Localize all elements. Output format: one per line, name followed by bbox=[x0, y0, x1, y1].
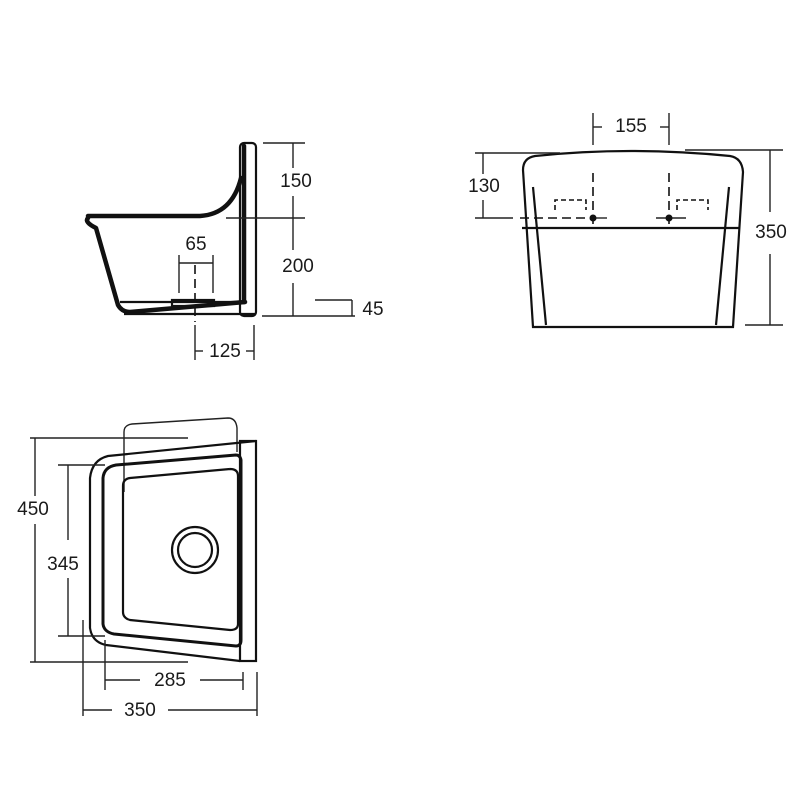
drain-outer bbox=[170, 525, 220, 575]
inner-right-edge bbox=[714, 186, 731, 326]
dim-label-155: 155 bbox=[615, 116, 647, 137]
dim-label-350-width: 350 bbox=[124, 700, 156, 721]
fixing-hole-left bbox=[589, 214, 597, 222]
ghost-outline bbox=[123, 417, 238, 492]
base-outline bbox=[120, 300, 256, 316]
inner-left-edge bbox=[531, 186, 548, 326]
dim-label-65: 65 bbox=[185, 234, 206, 255]
front-outline bbox=[521, 149, 745, 329]
middle-rim bbox=[101, 453, 243, 648]
dim-label-200: 200 bbox=[282, 256, 314, 277]
drain-outlet bbox=[170, 298, 216, 308]
dim-label-450: 450 bbox=[17, 499, 49, 520]
fixing-hole-right bbox=[665, 214, 673, 222]
back-wall bbox=[238, 141, 258, 318]
side-view: 150 200 45 65 125 bbox=[84, 141, 384, 362]
dim-label-350-height: 350 bbox=[755, 222, 787, 243]
front-view: 155 130 350 bbox=[468, 113, 787, 329]
top-view: 450 345 285 350 bbox=[17, 417, 258, 721]
basin-profile bbox=[84, 175, 248, 315]
dim-label-345: 345 bbox=[47, 554, 79, 575]
dim-label-150: 150 bbox=[280, 171, 312, 192]
bracket-right bbox=[676, 199, 709, 210]
dim-label-45: 45 bbox=[362, 299, 383, 320]
dim-label-125: 125 bbox=[209, 341, 241, 362]
dim-label-285: 285 bbox=[154, 670, 186, 691]
outer-rim bbox=[88, 439, 257, 663]
dim-label-130: 130 bbox=[468, 176, 500, 197]
basin-inner bbox=[121, 467, 240, 632]
bracket-left bbox=[554, 199, 587, 210]
drain-inner bbox=[176, 531, 214, 569]
